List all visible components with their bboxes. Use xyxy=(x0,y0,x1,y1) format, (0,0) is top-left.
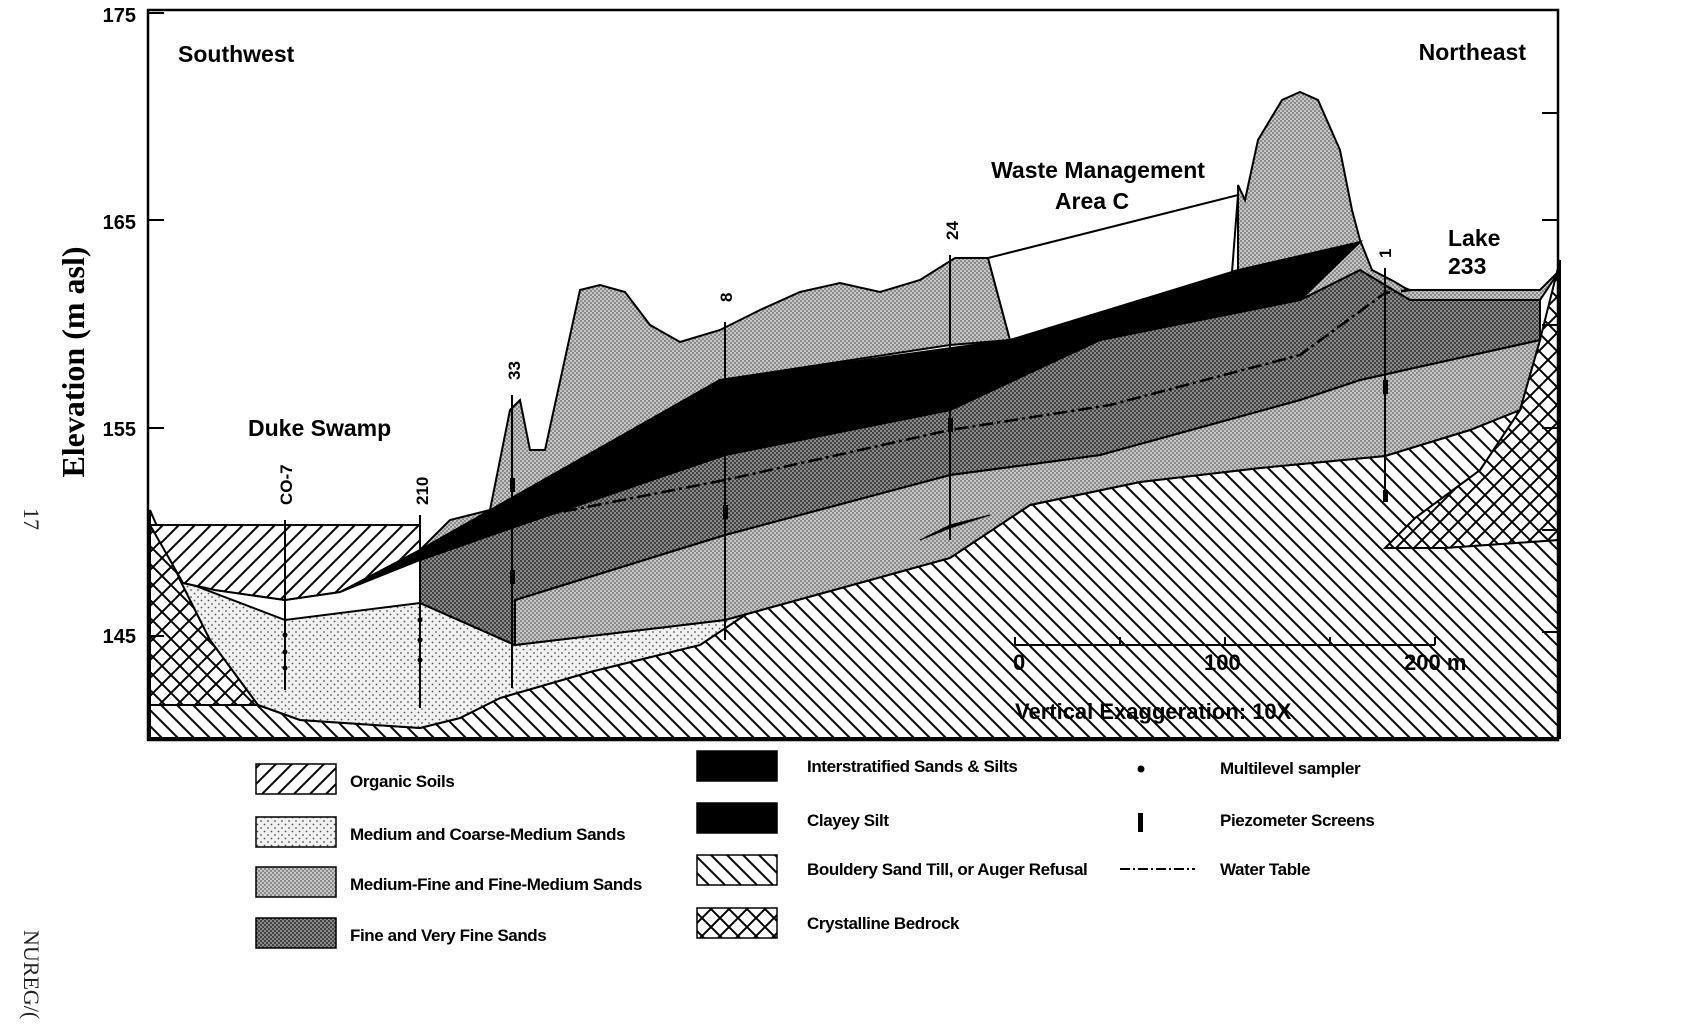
well-label-8: 8 xyxy=(717,293,736,302)
piezometer-screen xyxy=(1383,380,1388,394)
legend-swatch-bedrock xyxy=(696,907,778,939)
legend-swatch-medfine xyxy=(255,866,337,898)
legend-symbol-multilevel xyxy=(1137,765,1145,773)
y-ticks xyxy=(148,12,1558,637)
multilevel-sampler xyxy=(417,637,423,643)
plot-frame xyxy=(146,8,1560,742)
well-label-24: 24 xyxy=(943,221,962,240)
direction-southwest: Southwest xyxy=(178,41,295,67)
piezometer-screen xyxy=(510,570,515,584)
multilevel-sampler xyxy=(282,649,288,655)
legend-swatch-coarse xyxy=(255,816,337,848)
medfine-sands-hill xyxy=(1237,90,1561,302)
area-lake-2: 233 xyxy=(1448,253,1486,279)
well-label-33: 33 xyxy=(505,361,524,380)
multilevel-sampler xyxy=(282,632,288,638)
piezometer-screen xyxy=(948,418,953,432)
document-id: NUREG/( xyxy=(19,930,44,1019)
legend-label-till: Bouldery Sand Till, or Auger Refusal xyxy=(807,860,1087,879)
wells xyxy=(282,255,1388,708)
area-lake-1: Lake xyxy=(1448,225,1500,251)
y-tick-145: 145 xyxy=(103,626,136,648)
y-tick-175: 175 xyxy=(103,5,136,27)
multilevel-sampler xyxy=(417,617,423,623)
legend-swatch-till xyxy=(696,854,778,886)
legend-swatch-clayey xyxy=(696,802,778,834)
well-label-1: 1 xyxy=(1376,249,1395,258)
legend-label-water-table: Water Table xyxy=(1220,860,1310,879)
area-duke-swamp: Duke Swamp xyxy=(248,415,391,441)
fine-sands-lens xyxy=(919,514,991,541)
well-label-co7: CO-7 xyxy=(277,464,296,505)
y-tick-165: 165 xyxy=(103,212,136,234)
geologic-layers xyxy=(148,90,1561,739)
page-number: 17 xyxy=(19,508,44,530)
legend-swatch-interstratified xyxy=(696,750,778,782)
direction-northeast: Northeast xyxy=(1419,39,1527,65)
area-waste-management-1: Waste Management xyxy=(991,157,1205,183)
piezometer-screen xyxy=(723,505,728,519)
piezometer-screen xyxy=(510,478,515,492)
y-tick-155: 155 xyxy=(103,419,136,441)
legend: Organic Soils Medium and Coarse-Medium S… xyxy=(255,750,1375,949)
legend-label-medfine: Medium-Fine and Fine-Medium Sands xyxy=(350,875,642,894)
legend-label-organic: Organic Soils xyxy=(350,772,454,791)
area-waste-management-2: Area C xyxy=(1055,188,1129,214)
legend-symbol-piezometer xyxy=(1138,813,1143,832)
scale-tick-200: 200 m xyxy=(1404,650,1466,675)
y-axis-label: Elevation (m asl) xyxy=(55,246,91,477)
legend-label-fine: Fine and Very Fine Sands xyxy=(350,926,546,945)
waste-area-block xyxy=(986,193,1240,342)
legend-label-interstratified: Interstratified Sands & Silts xyxy=(807,757,1017,776)
multilevel-sampler xyxy=(282,665,288,671)
water-table-line xyxy=(419,288,1411,557)
scale-bar: 0 100 200 m Vertical Exaggeration: 10X xyxy=(1013,637,1466,724)
vertical-exaggeration: Vertical Exaggeration: 10X xyxy=(1015,699,1292,724)
legend-label-piezometer: Piezometer Screens xyxy=(1220,811,1374,830)
scale-tick-0: 0 xyxy=(1013,650,1025,675)
piezometer-screen xyxy=(1383,490,1388,502)
legend-label-coarse: Medium and Coarse-Medium Sands xyxy=(350,825,625,844)
well-label-210: 210 xyxy=(413,477,432,505)
legend-swatch-organic xyxy=(255,763,337,795)
legend-label-clayey: Clayey Silt xyxy=(807,811,889,830)
scale-tick-100: 100 xyxy=(1204,650,1241,675)
legend-label-multilevel: Multilevel sampler xyxy=(1220,759,1361,778)
multilevel-sampler xyxy=(417,657,423,663)
legend-swatch-fine xyxy=(255,917,337,949)
legend-label-bedrock: Crystalline Bedrock xyxy=(807,914,960,933)
